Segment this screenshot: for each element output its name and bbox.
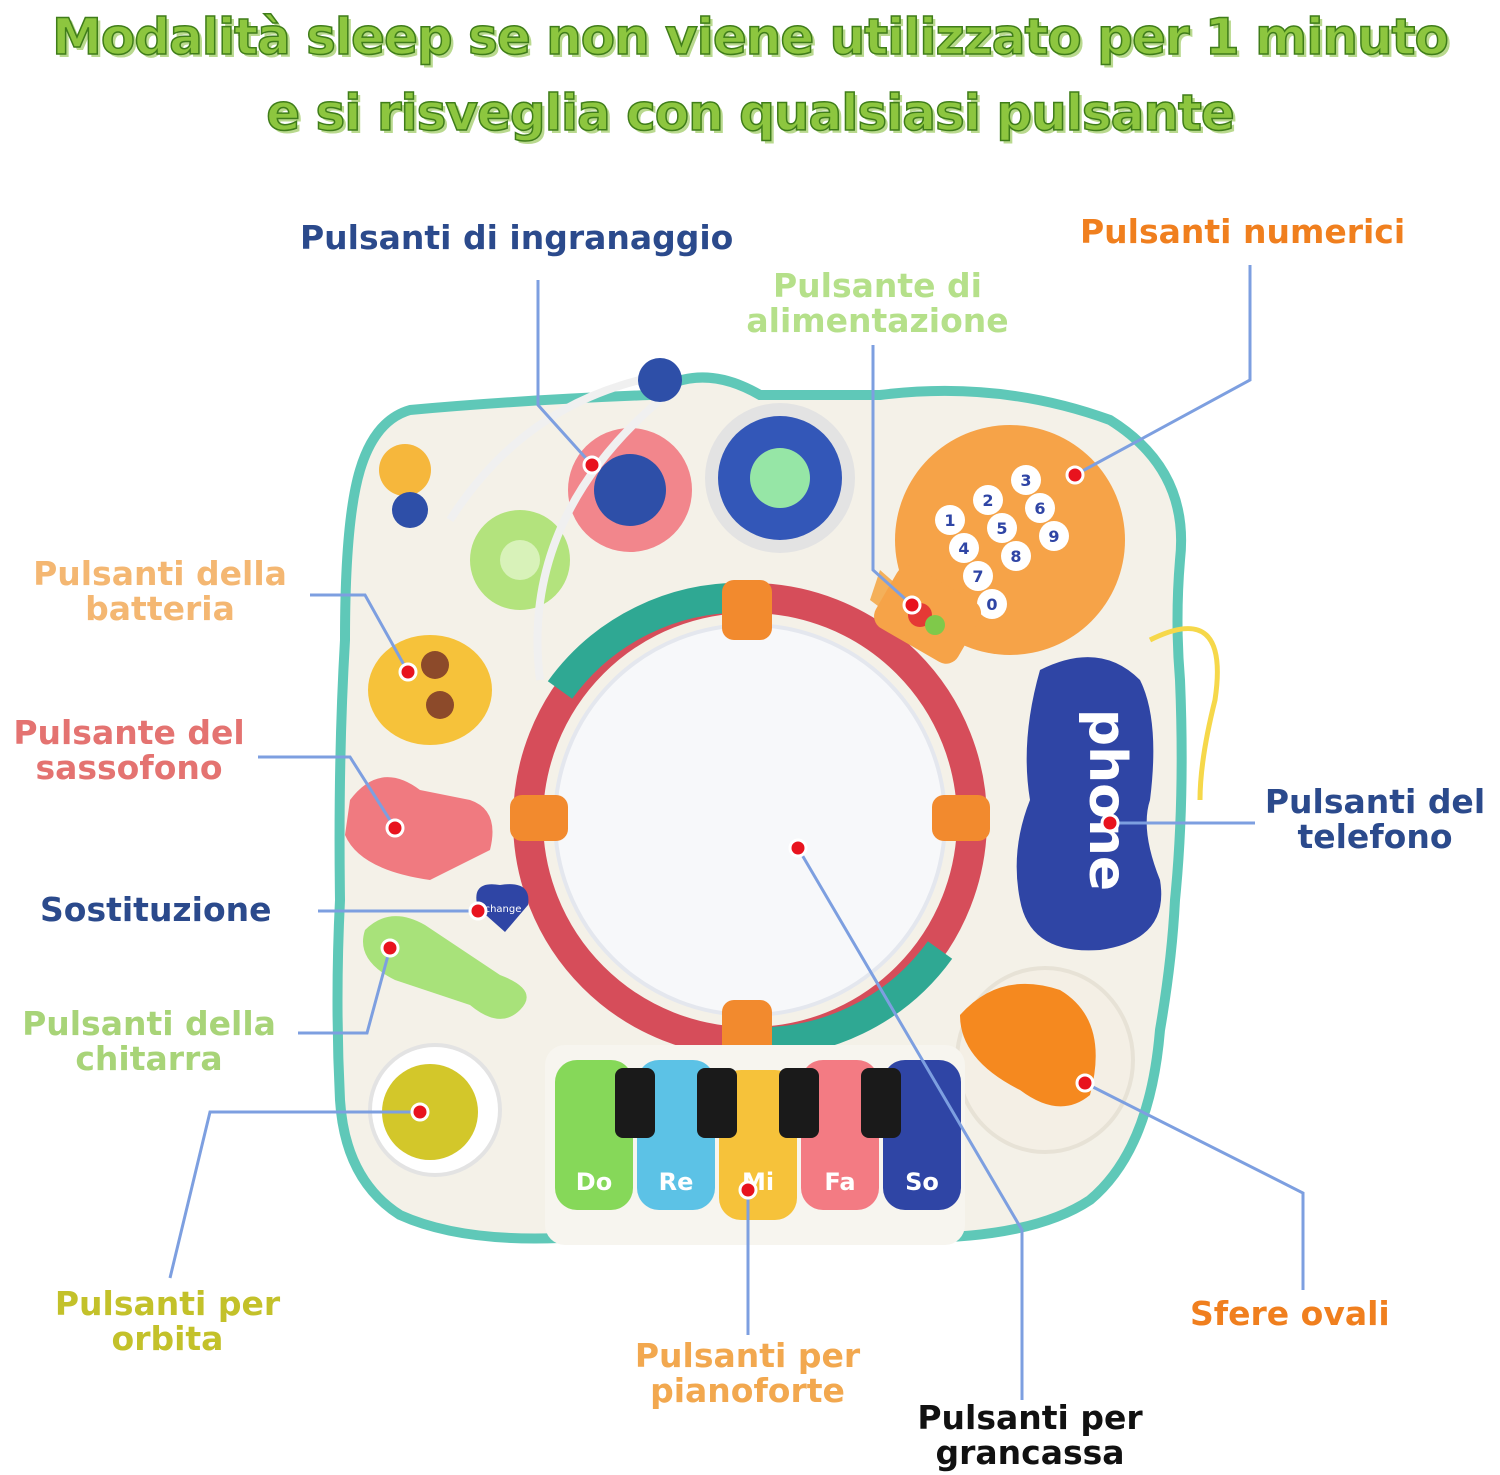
piano-black-key xyxy=(779,1068,819,1138)
dial-digit-label: 5 xyxy=(996,519,1007,538)
dial-digit-label: 9 xyxy=(1048,527,1059,546)
piano-key-label: Re xyxy=(659,1168,694,1196)
dial-digit-label: 1 xyxy=(944,511,955,530)
dial-digit-button xyxy=(963,561,993,591)
dial-digit-label: 3 xyxy=(1020,471,1031,490)
label-numeric-buttons: Pulsanti numerici xyxy=(1080,212,1406,251)
label-oval-balls: Sfere ovali xyxy=(1190,1294,1390,1333)
marker-power xyxy=(902,595,922,615)
drum xyxy=(510,580,990,1060)
phone-handset: phone xyxy=(1016,626,1220,951)
piano-key-label: Do xyxy=(576,1168,612,1196)
piano-key-label: So xyxy=(905,1168,939,1196)
piano-key-so xyxy=(883,1060,961,1210)
label-piano-line1: Pulsanti per xyxy=(634,1336,861,1375)
replace-badge-text: change xyxy=(485,904,522,915)
label-piano-line2: pianoforte xyxy=(650,1371,845,1410)
label-drums-line1: Pulsanti della xyxy=(33,554,287,593)
dial-digit-button xyxy=(949,533,979,563)
label-guitar-line2: chitarra xyxy=(75,1039,223,1078)
piano-key-re xyxy=(637,1060,715,1210)
label-gear-buttons: Pulsanti di ingranaggio xyxy=(300,218,734,257)
piano-black-key xyxy=(697,1068,737,1138)
label-drum-buttons: Pulsanti della batteria xyxy=(10,556,310,626)
piano-key-do xyxy=(555,1060,633,1210)
orbit-ball-instrument xyxy=(368,1043,502,1177)
marker-bass-drum xyxy=(788,838,808,858)
dial-digit-button xyxy=(977,589,1007,619)
marker-piano xyxy=(738,1180,758,1200)
dial-digit-button xyxy=(1039,521,1069,551)
piano-key-fa xyxy=(801,1060,879,1210)
label-power-line2: alimentazione xyxy=(746,301,1009,340)
label-orbit-line1: Pulsanti per xyxy=(54,1284,281,1323)
dial-digit-button xyxy=(987,513,1017,543)
marker-replace xyxy=(468,901,488,921)
label-replace: Sostituzione xyxy=(40,890,272,929)
dial-digit-label: 4 xyxy=(958,539,969,558)
marker-numeric xyxy=(1065,465,1085,485)
dial-digit-button xyxy=(935,505,965,535)
dial-digit-group: 1 2 3 4 5 6 7 8 9 0 xyxy=(935,465,1069,619)
dial-digit-button xyxy=(1001,541,1031,571)
label-orbit-buttons: Pulsanti per orbita xyxy=(40,1286,295,1356)
label-bass-line2: grancassa xyxy=(935,1433,1125,1472)
label-piano-buttons: Pulsanti per pianoforte xyxy=(620,1338,875,1408)
oval-ball-instrument xyxy=(955,966,1135,1154)
label-sax-button: Pulsante del sassofono xyxy=(0,715,258,785)
dial-digit-label: 2 xyxy=(982,491,993,510)
headline-line-2: e si risveglia con qualsiasi pulsante xyxy=(265,83,1235,143)
guitar-instrument xyxy=(363,916,527,1019)
label-bass-line1: Pulsanti per xyxy=(917,1398,1143,1437)
phone-word: phone xyxy=(1077,709,1137,891)
label-bass-drum-buttons: Pulsanti per grancassa xyxy=(900,1400,1160,1470)
marker-gear xyxy=(582,455,602,475)
gear-buttons xyxy=(379,358,855,681)
piano-key-mi xyxy=(719,1070,797,1220)
marker-oval xyxy=(1075,1073,1095,1093)
saxophone-instrument xyxy=(345,777,493,880)
replace-heart-button: change xyxy=(476,884,529,932)
dial-digit-button xyxy=(1011,465,1041,495)
dial-digit-button xyxy=(1025,493,1055,523)
dial-digit-button xyxy=(973,485,1003,515)
label-sax-line2: sassofono xyxy=(35,748,223,787)
piano-key-label: Fa xyxy=(824,1168,855,1196)
marker-drums xyxy=(398,662,418,682)
label-phone-line2: telefono xyxy=(1297,817,1453,856)
dial-digit-label: 7 xyxy=(972,567,983,586)
piano-black-key xyxy=(615,1068,655,1138)
label-power-line1: Pulsante di xyxy=(773,266,982,305)
piano-black-key xyxy=(861,1068,901,1138)
marker-guitar xyxy=(380,938,400,958)
callout-markers xyxy=(380,455,1120,1200)
dial-digit-label: 8 xyxy=(1010,547,1021,566)
dial-digit-label: 6 xyxy=(1034,499,1045,518)
marker-phone xyxy=(1100,813,1120,833)
headline-line-1: Modalità sleep se non viene utilizzato p… xyxy=(51,7,1449,67)
label-guitar-line1: Pulsanti della xyxy=(22,1004,276,1043)
label-phone-line1: Pulsanti del xyxy=(1264,782,1486,821)
dial-digit-label: 0 xyxy=(986,595,997,614)
marker-orbit xyxy=(410,1102,430,1122)
label-orbit-line2: orbita xyxy=(111,1319,224,1358)
label-phone-buttons: Pulsanti del telefono xyxy=(1250,784,1500,854)
label-power-button: Pulsante di alimentazione xyxy=(720,268,1035,338)
label-sax-line1: Pulsante del xyxy=(13,713,245,752)
callout-lines xyxy=(168,265,1305,1400)
marker-sax xyxy=(385,818,405,838)
drum-kit-instrument xyxy=(368,635,492,745)
label-drums-line2: batteria xyxy=(85,589,235,628)
label-guitar-buttons: Pulsanti della chitarra xyxy=(18,1006,280,1076)
